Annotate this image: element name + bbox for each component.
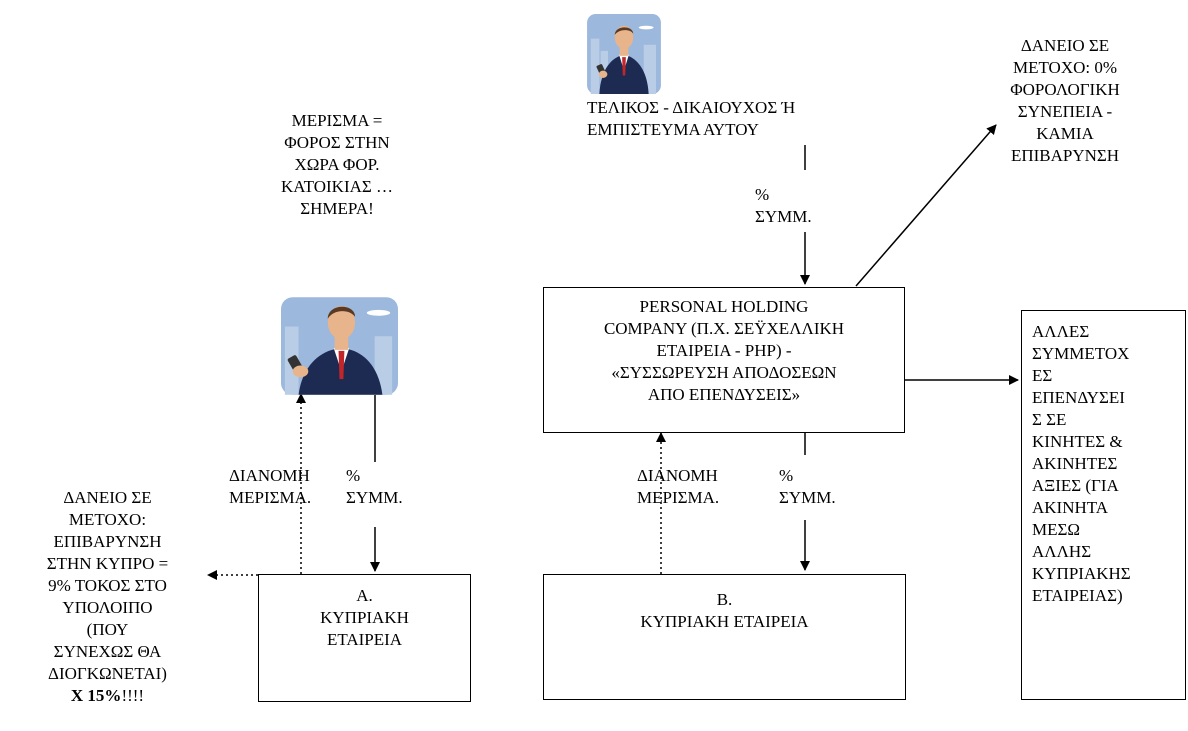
cyprus-company-a-box: Α. ΚΥΠΡΙΑΚΗ ΕΤΑΙΡΕΙΑ xyxy=(258,574,471,702)
cyprus-company-b-box: Β. ΚΥΠΡΙΑΚΗ ΕΤΑΙΡΕΙΑ xyxy=(543,574,906,700)
dividend-label-b: ΔΙΑΝΟΜΗ ΜΕΡΙΣΜΑ. xyxy=(637,466,720,507)
owner-label: ΤΕΛΙΚΟΣ - ΔΙΚΑΙΟΥΧΟΣ Ή ΕΜΠΙΣΤΕΥΜΑ ΑΥΤΟΥ xyxy=(587,98,796,139)
share-label-b: % ΣΥΜΜ. xyxy=(779,466,836,507)
share-label-a: % ΣΥΜΜ. xyxy=(346,466,403,507)
share-label-top: % ΣΥΜΜ. xyxy=(755,185,812,226)
personal-holding-company-box: PERSONAL HOLDING COMPANY (Π.Χ. ΣΕΫΧΕΛΛΙΚ… xyxy=(543,287,905,433)
arrow-php-to-loan-note xyxy=(855,124,997,287)
loan-cyprus-charge-note: ΔΑΝΕΙΟ ΣΕ ΜΕΤΟΧΟ: ΕΠΙΒΑΡΥΝΣΗ ΣΤΗΝ ΚΥΠΡΟ … xyxy=(46,488,169,705)
businessman-icon xyxy=(587,14,661,94)
loan-zero-tax-note: ΔΑΝΕΙΟ ΣΕ ΜΕΤΟΧΟ: 0% ΦΟΡΟΛΟΓΙΚΗ ΣΥΝΕΠΕΙΑ… xyxy=(1010,36,1120,165)
businessman-icon xyxy=(281,297,398,395)
dividend-label-a: ΔΙΑΝΟΜΗ ΜΕΡΙΣΜΑ. xyxy=(229,466,312,507)
other-investments-box: ΑΛΛΕΣ ΣΥΜΜΕΤΟΧ ΕΣ ΕΠΕΝΔΥΣΕΙ Σ ΣΕ ΚΙΝΗΤΕΣ… xyxy=(1021,310,1186,700)
dividend-tax-note: ΜΕΡΙΣΜΑ = ΦΟΡΟΣ ΣΤΗΝ ΧΩΡΑ ΦΟΡ. ΚΑΤΟΙΚΙΑΣ… xyxy=(280,111,394,218)
